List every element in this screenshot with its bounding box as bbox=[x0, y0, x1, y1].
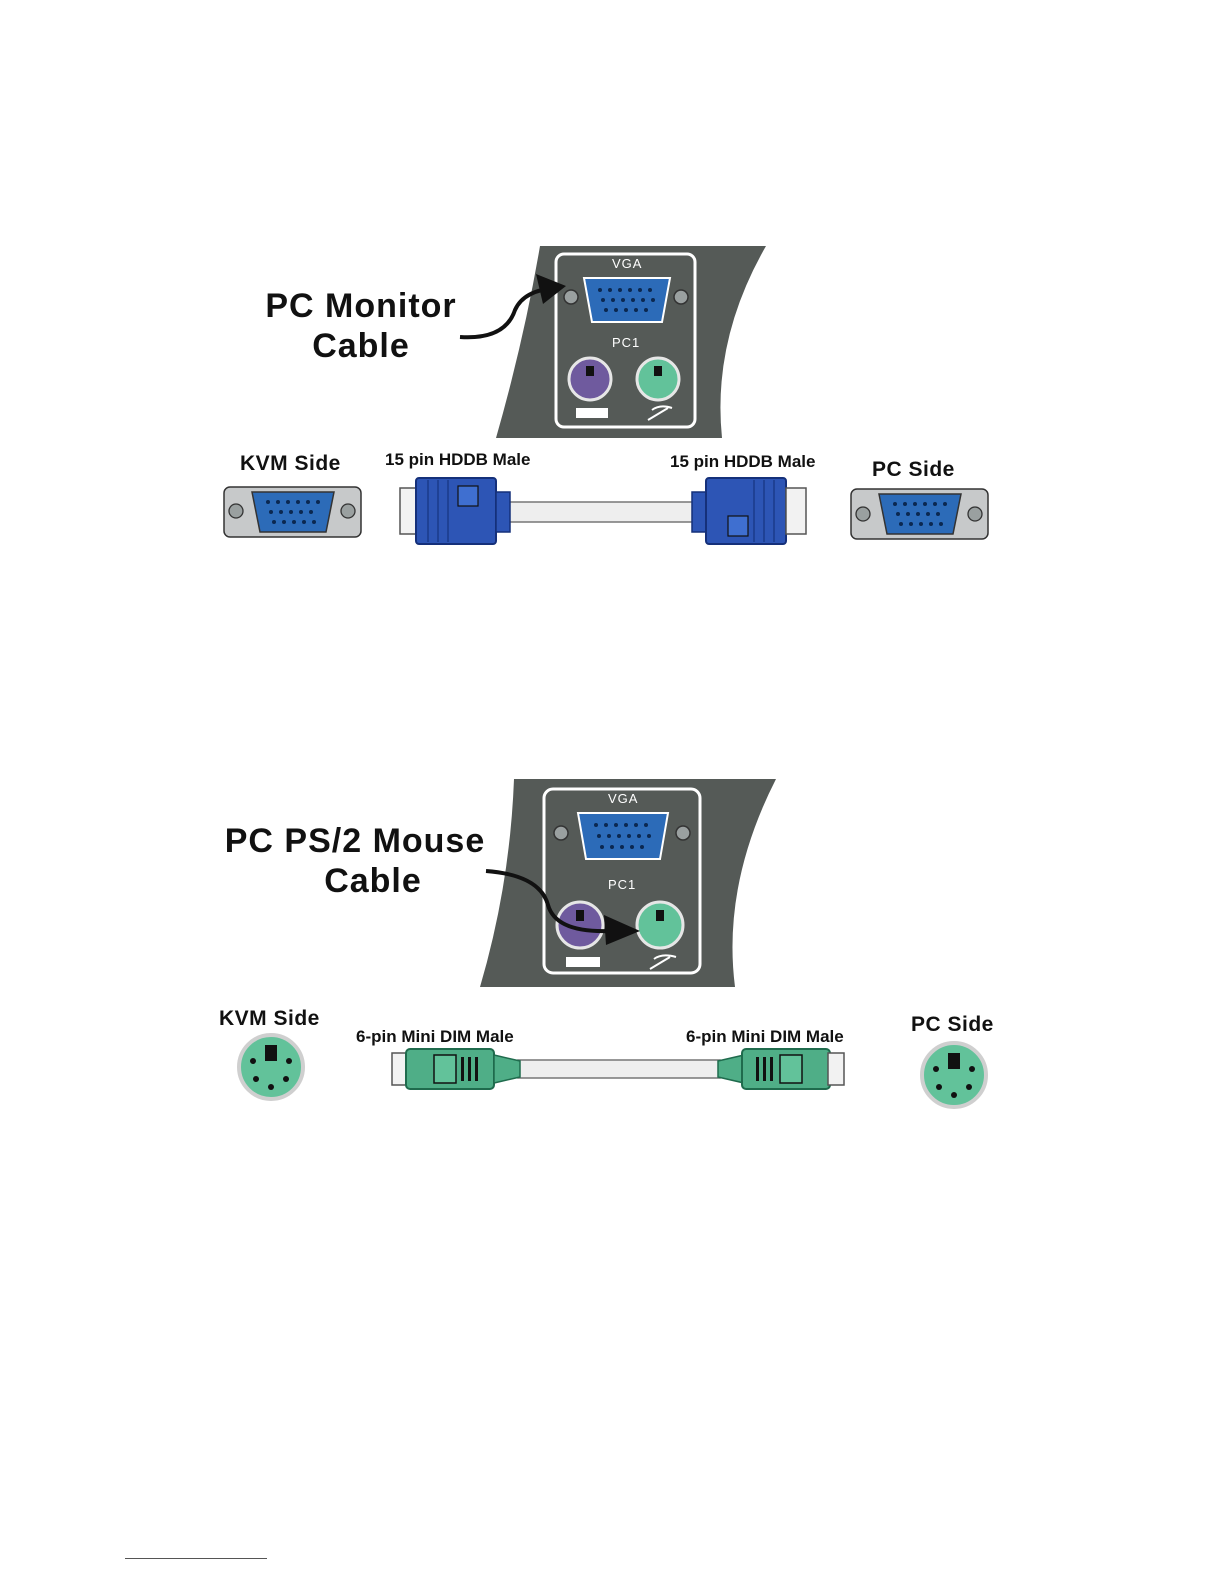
pc-side-label: PC Side bbox=[911, 1013, 994, 1037]
mouse-callout-line1: PC PS/2 Mouse bbox=[203, 821, 507, 861]
footnote-divider bbox=[125, 1558, 267, 1559]
monitor-callout-title: PC Monitor Cable bbox=[258, 286, 464, 366]
right-connector-label: 15 pin HDDB Male bbox=[670, 452, 815, 472]
vga-screw-right-icon bbox=[674, 290, 688, 304]
pc-side-label: PC Side bbox=[872, 458, 955, 482]
panel-pc1-label: PC1 bbox=[612, 335, 640, 350]
left-connector-label: 15 pin HDDB Male bbox=[385, 450, 530, 470]
vga-screw-right-icon bbox=[676, 826, 690, 840]
keyboard-symbol-icon bbox=[576, 408, 608, 418]
ps2-keyboard-port-icon bbox=[569, 358, 611, 400]
vga-port-icon bbox=[584, 278, 670, 322]
right-plug-tip bbox=[828, 1053, 844, 1085]
left-connector-label: 6-pin Mini DIM Male bbox=[356, 1027, 514, 1047]
monitor-callout-line2: Cable bbox=[258, 326, 464, 366]
monitor-callout-line1: PC Monitor bbox=[258, 286, 464, 326]
mouse-cable bbox=[518, 1060, 720, 1078]
panel-pc1-label: PC1 bbox=[608, 877, 636, 892]
panel-vga-label: VGA bbox=[612, 256, 642, 271]
vga-screw-left-icon bbox=[564, 290, 578, 304]
right-plug-pins bbox=[786, 488, 806, 534]
mouse-cable-diagram: PC PS/2 Mouse Cable VGA PC1 KVM Side PC … bbox=[0, 765, 1224, 1125]
kvm-side-label: KVM Side bbox=[219, 1007, 320, 1031]
panel-vga-label: VGA bbox=[608, 791, 638, 806]
keyboard-symbol-icon bbox=[566, 957, 600, 967]
kvm-side-label: KVM Side bbox=[240, 452, 341, 476]
mouse-callout-line2: Cable bbox=[203, 861, 507, 901]
ps2-mouse-port-icon bbox=[637, 358, 679, 400]
mouse-callout-title: PC PS/2 Mouse Cable bbox=[203, 821, 507, 901]
vga-screw-left-icon bbox=[554, 826, 568, 840]
ps2-mouse-port-icon bbox=[637, 902, 683, 948]
mouse-cable-illustration bbox=[0, 765, 1224, 1125]
right-connector-label: 6-pin Mini DIM Male bbox=[686, 1027, 844, 1047]
monitor-cable-illustration bbox=[0, 230, 1224, 560]
monitor-cable bbox=[496, 502, 712, 522]
monitor-cable-diagram: PC Monitor Cable VGA PC1 KVM Side PC Sid… bbox=[0, 230, 1224, 560]
vga-port-icon bbox=[578, 813, 668, 859]
